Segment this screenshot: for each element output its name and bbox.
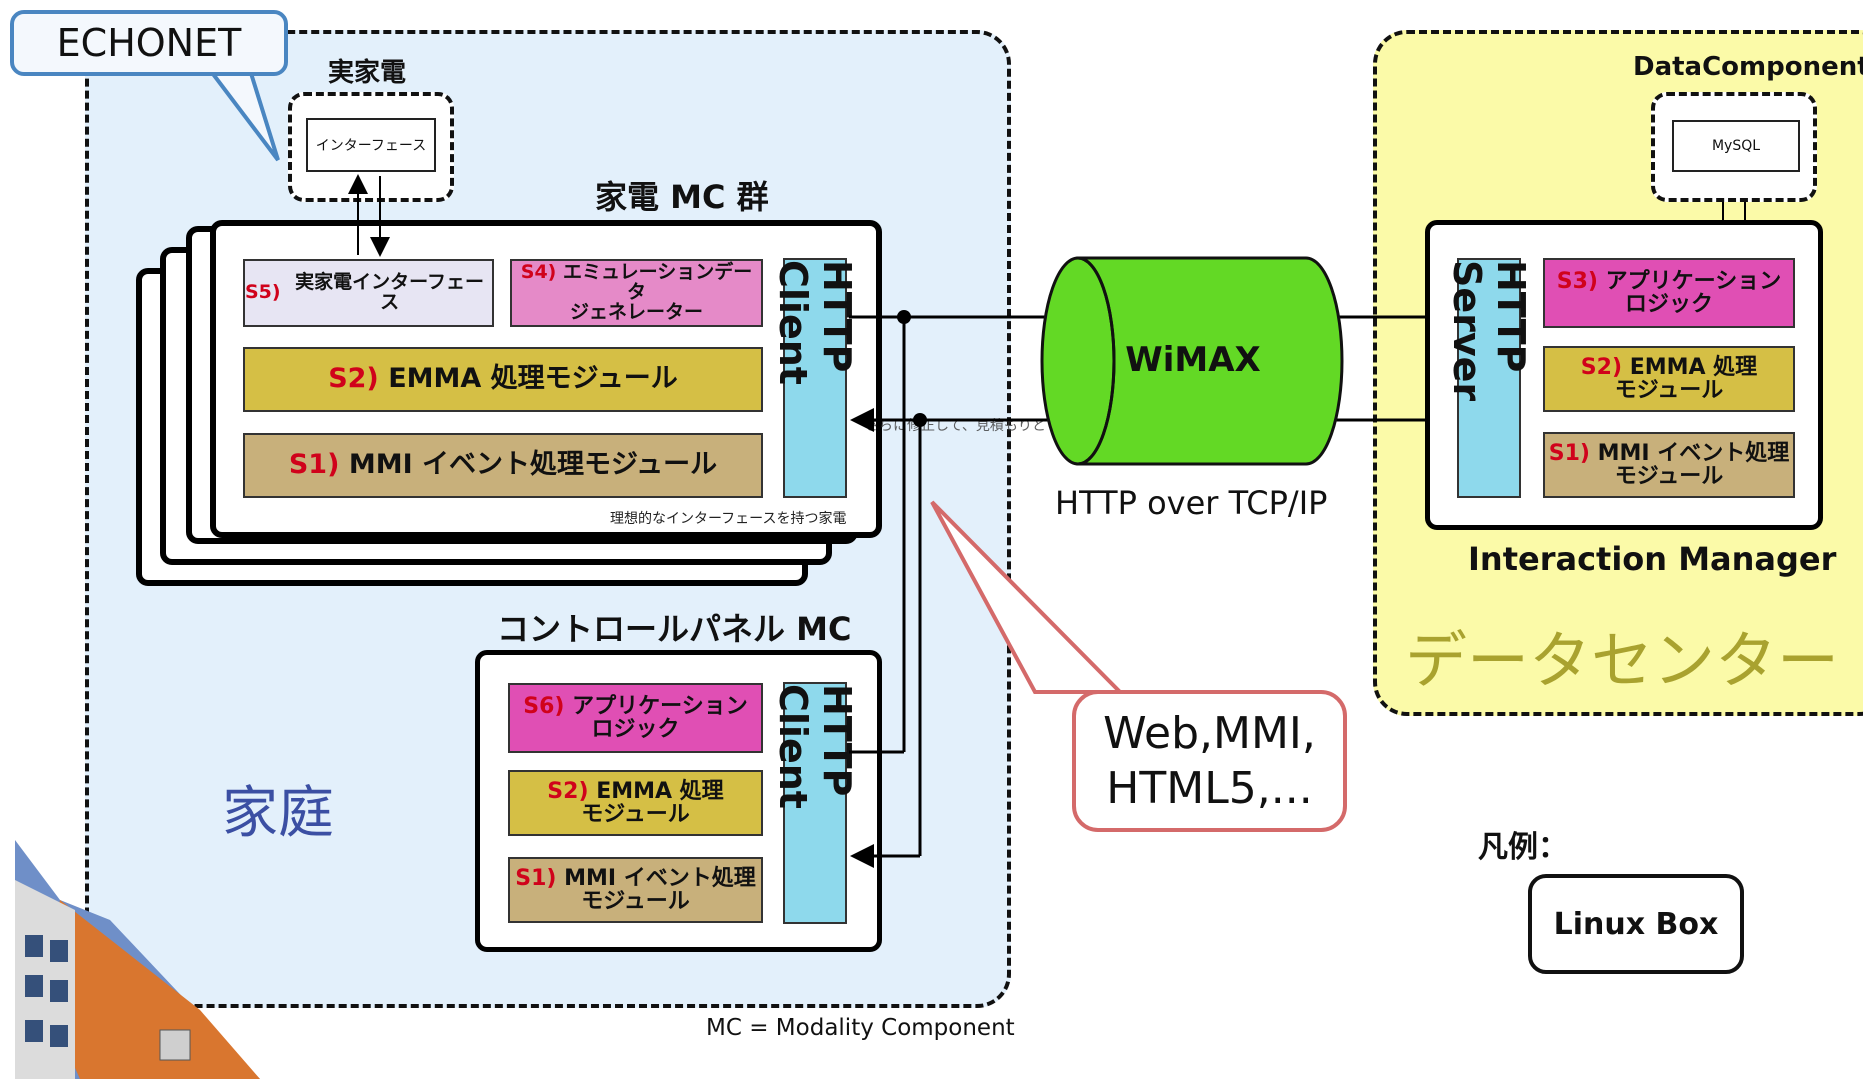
protocols-callout: Web,MMI, HTML5,... [1072, 690, 1347, 832]
wimax-label: WiMAX [1125, 340, 1261, 380]
mysql-box: MySQL [1672, 120, 1800, 172]
module-s1-mmi: S1) MMI イベント処理モジュール [243, 433, 763, 498]
protocols-callout-tail [930, 500, 1125, 694]
module-cp-s2-emma: S2) EMMA 処理 モジュール [508, 770, 763, 836]
im-s2-tag: S2) [1580, 354, 1623, 380]
legend-title: 凡例： [1478, 830, 1568, 865]
real-interface-box: インターフェース [306, 118, 436, 172]
s1-tag: S1) [288, 449, 340, 481]
home-label: 家庭 [222, 781, 334, 846]
appliance-mc-group-title: 家電 MC 群 [595, 178, 769, 216]
im-s1-tag: S1) [1548, 440, 1590, 466]
s1-text: MMI イベント処理モジュール [348, 449, 718, 481]
s5-tag: S5) [245, 281, 281, 304]
im-s2-line1: EMMA 処理 [1629, 354, 1758, 380]
faint-note: さらに修正して、見積もりと [865, 418, 1046, 434]
cp-s2-line2: モジュール [581, 802, 690, 827]
s5-text: 実家電インターフェース [295, 271, 485, 313]
http-server: HTTP Server [1445, 258, 1533, 498]
module-im-s2-emma: S2) EMMA 処理 モジュール [1543, 346, 1795, 412]
control-panel-http-client: HTTP Client [771, 682, 859, 924]
module-s3-app-logic: S3) アプリケーション ロジック [1543, 258, 1795, 328]
module-s6-app-logic: S6) アプリケーション ロジック [508, 683, 763, 753]
protocols-line2: HTML5,... [1106, 763, 1313, 814]
im-s2-line2: モジュール [1614, 378, 1724, 403]
s2-tag: S2) [328, 363, 379, 395]
appliance-mc-caption: 理想的なインターフェースを持つ家電 [610, 511, 847, 527]
real-appliance-title: 実家電 [328, 58, 407, 88]
cp-s1-line2: モジュール [581, 889, 690, 914]
module-im-s1-mmi: S1) MMI イベント処理 モジュール [1543, 432, 1795, 498]
building-photo-fragment [15, 840, 260, 1079]
cp-s1-line1: MMI イベント処理 [564, 865, 756, 891]
im-s3-line2: ロジック [1624, 292, 1713, 317]
im-s1-line2: モジュール [1614, 464, 1724, 489]
im-s3-line1: アプリケーション [1605, 268, 1782, 294]
s4-tag: S4) [520, 261, 557, 284]
cp-s6-line1: アプリケーション [572, 693, 748, 719]
wimax-cylinder [1040, 256, 1344, 466]
cp-s6-tag: S6) [523, 693, 565, 719]
protocols-line1: Web,MMI, [1103, 708, 1316, 759]
module-s2-emma: S2) EMMA 処理モジュール [243, 347, 763, 412]
appliance-http-client: HTTP Client [771, 258, 859, 498]
control-panel-title: コントロールパネル MC [497, 610, 852, 648]
im-s1-line1: MMI イベント処理 [1597, 440, 1790, 466]
protocol-label: HTTP over TCP/IP [1055, 484, 1328, 522]
module-s5-real-interface: S5) 実家電インターフェース [243, 259, 494, 327]
cp-s6-line2: ロジック [591, 717, 680, 742]
data-component-title: DataComponent [1633, 52, 1863, 82]
echonet-label: ECHONET [56, 21, 242, 65]
cp-s1-tag: S1) [515, 865, 557, 891]
s2-text: EMMA 処理モジュール [388, 363, 678, 395]
s4-text-line2: ジェネレーター [569, 300, 703, 323]
interaction-manager-title: Interaction Manager [1468, 540, 1837, 578]
cp-s2-tag: S2) [547, 778, 589, 804]
legend-linux-box: Linux Box [1528, 874, 1744, 974]
module-s4-emulation: S4) エミュレーションデータ ジェネレーター [510, 259, 763, 327]
echonet-callout: ECHONET [10, 10, 288, 76]
im-s3-tag: S3) [1556, 268, 1598, 294]
s4-text-line1: エミュレーションデータ [562, 261, 753, 304]
footnote: MC = Modality Component [706, 1015, 1015, 1041]
module-cp-s1-mmi: S1) MMI イベント処理 モジュール [508, 857, 763, 923]
cp-s2-line1: EMMA 処理 [596, 778, 724, 804]
datacenter-label: データセンター [1405, 624, 1840, 697]
